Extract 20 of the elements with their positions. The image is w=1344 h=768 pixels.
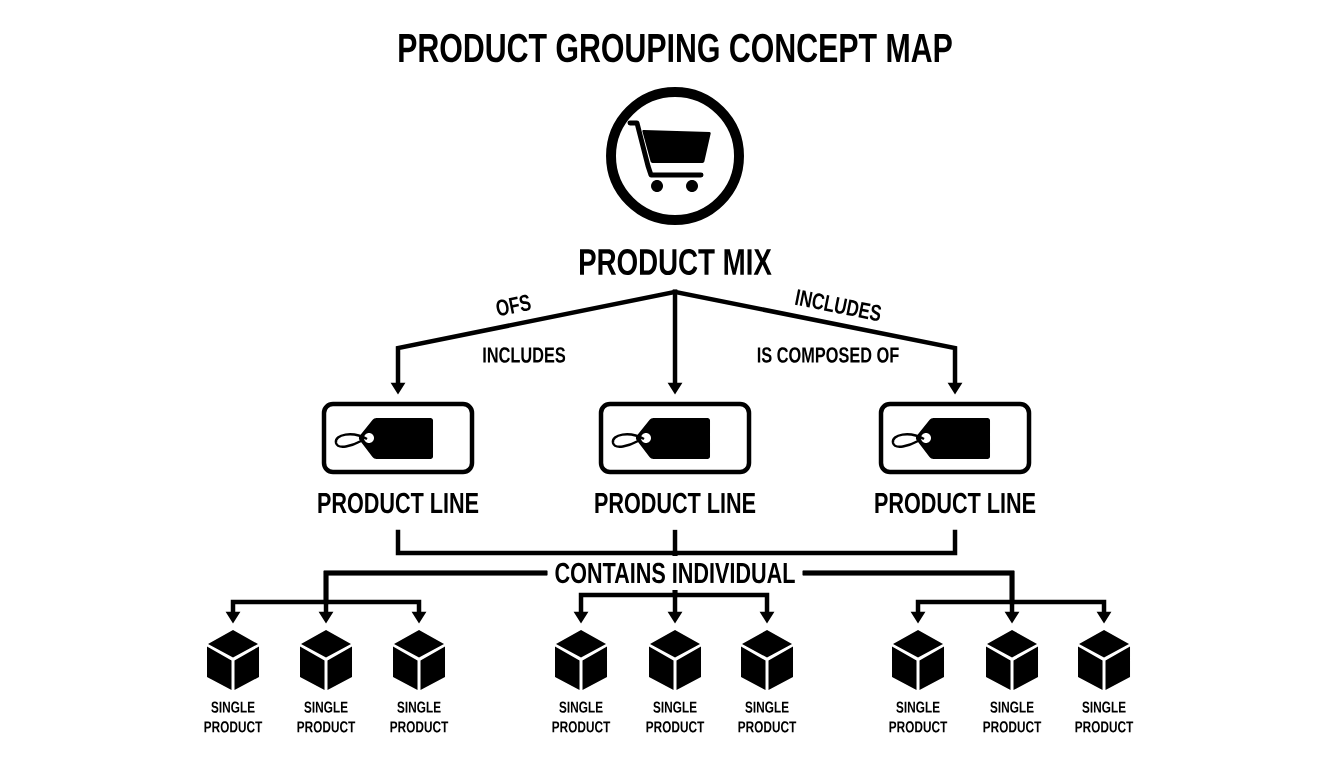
edge-label: OFS: [492, 291, 535, 319]
annotation: INCLUDES: [483, 347, 566, 363]
connector-line: [672, 529, 958, 557]
edge-label: INCLUDES: [791, 286, 885, 324]
node-label: SINGLE PRODUCT: [390, 701, 449, 733]
node-label: PRODUCT LINE: [595, 492, 756, 514]
node-label: SINGLE PRODUCT: [204, 701, 263, 733]
node-label: PRODUCT LINE: [318, 492, 479, 514]
node-label: PRODUCT LINE: [875, 492, 1036, 514]
node-label: SINGLE PRODUCT: [889, 701, 948, 733]
node-label: PRODUCT MIX: [580, 248, 772, 276]
node-label: SINGLE PRODUCT: [552, 701, 611, 733]
node-label: SINGLE PRODUCT: [1075, 701, 1134, 733]
node-label: CONTAINS INDIVIDUAL: [555, 562, 795, 584]
node-label: SINGLE PRODUCT: [646, 701, 705, 733]
node-label: SINGLE PRODUCT: [983, 701, 1042, 733]
annotation: IS COMPOSED OF: [757, 347, 899, 363]
title: PRODUCT GROUPING CONCEPT MAP: [399, 33, 952, 63]
node-label: SINGLE PRODUCT: [297, 701, 356, 733]
node-label: SINGLE PRODUCT: [738, 701, 797, 733]
